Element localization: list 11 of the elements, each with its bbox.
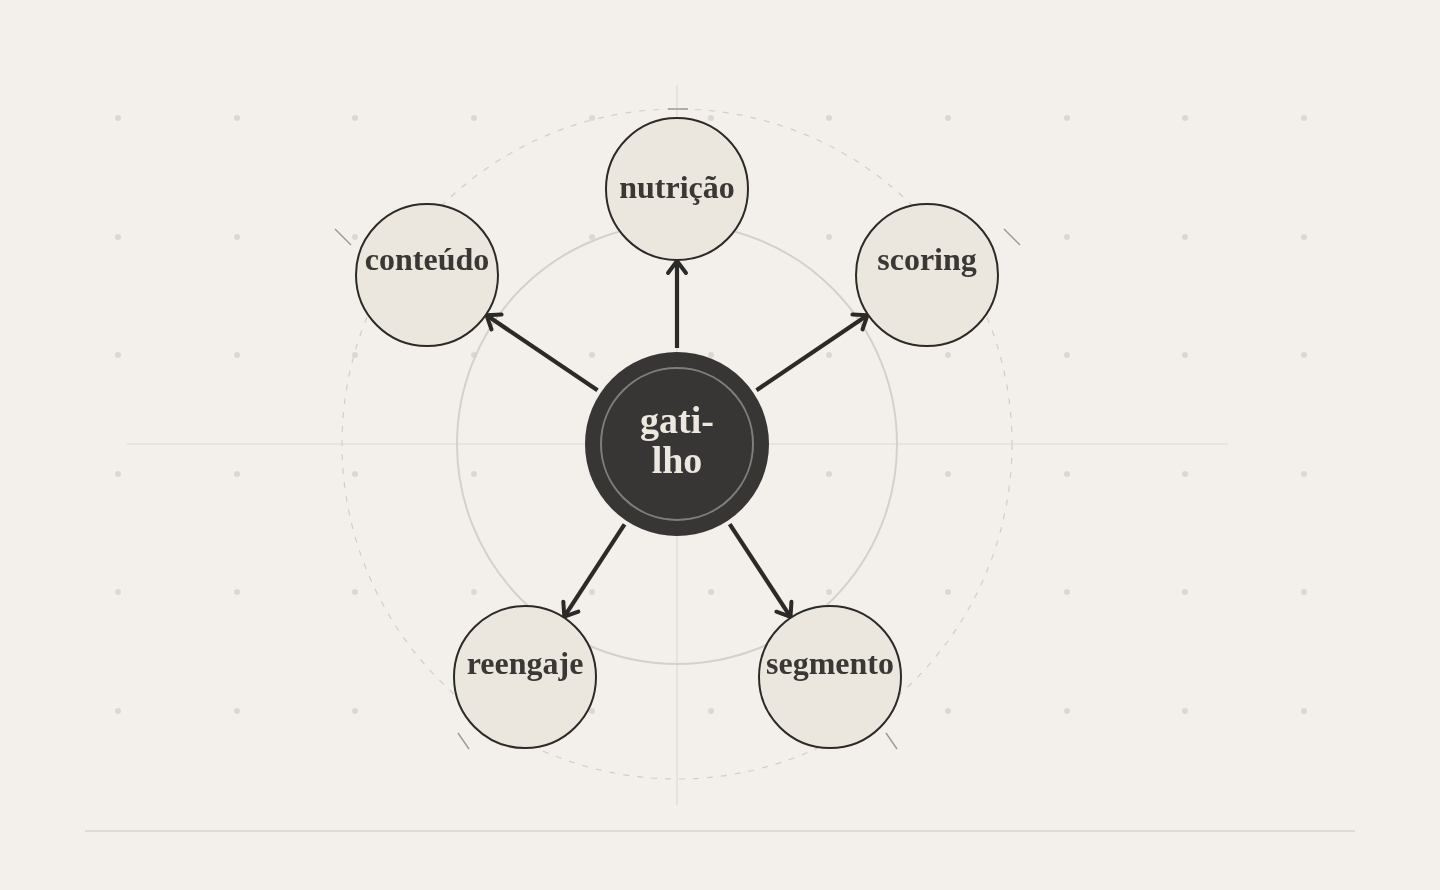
node-label: segmento — [766, 645, 894, 681]
arrow — [666, 259, 688, 348]
arrow — [484, 312, 599, 392]
node-label: gati-lho — [639, 400, 715, 480]
node-label: reengaje — [466, 645, 584, 681]
node-label: nutrição — [619, 169, 735, 205]
arrow — [755, 312, 870, 392]
node-label: scoring — [877, 241, 977, 277]
node-label: conteúdo — [364, 241, 490, 277]
arrow — [561, 523, 627, 619]
arrow — [727, 523, 794, 619]
